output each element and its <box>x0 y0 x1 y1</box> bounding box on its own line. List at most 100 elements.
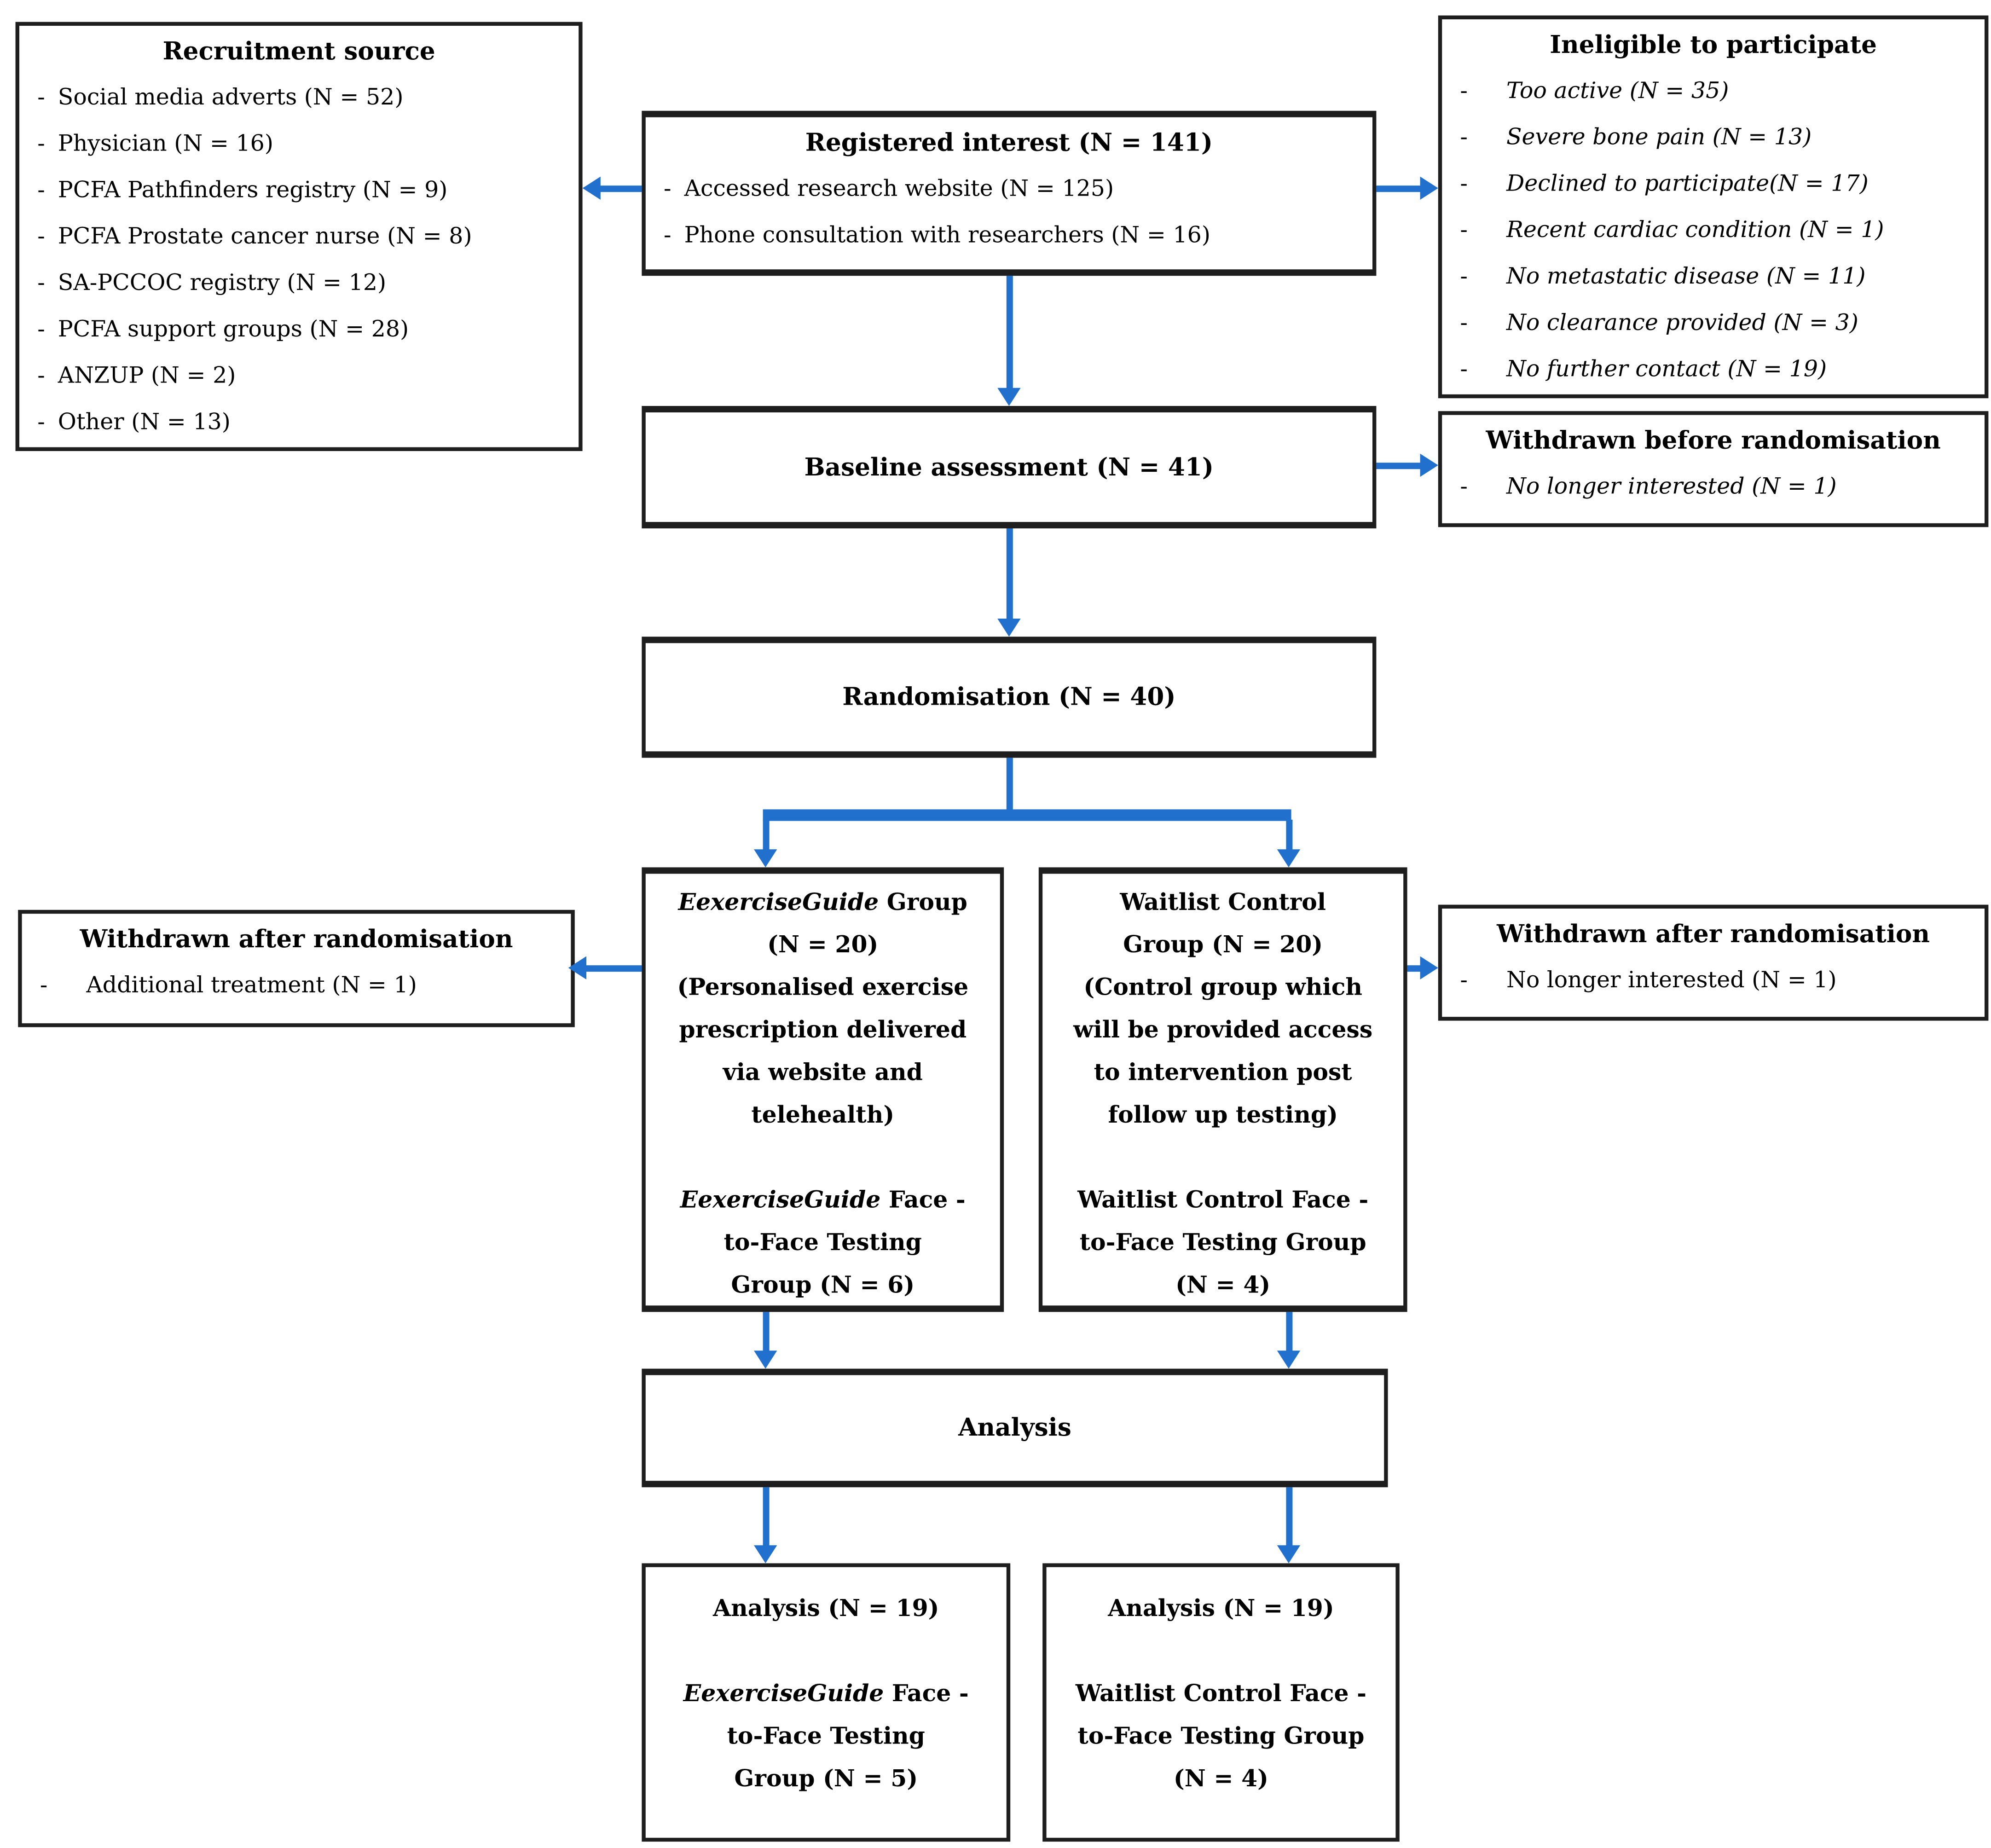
bullet-dash: - <box>37 271 45 296</box>
randomisation-split-bar <box>763 809 1291 821</box>
list-item: -PCFA Pathfinders registry (N = 9) <box>37 168 566 214</box>
registered-interest-title: Registered interest (N = 141) <box>805 129 1213 157</box>
withdrawn-after-left-list: - Additional treatment (N = 1) <box>22 963 571 1009</box>
recruitment-source-box: Recruitment source -Social media adverts… <box>15 22 583 452</box>
recruitment-source-title: Recruitment source <box>162 37 435 66</box>
bullet-dash: - <box>40 973 48 999</box>
list-item: -PCFA support groups (N = 28) <box>37 307 566 353</box>
group-paragraph: Waitlist Control Group (N = 20) (Control… <box>1073 889 1373 1129</box>
withdrawn-before-list: -No longer interested (N = 1) <box>1442 464 1985 510</box>
group-paragraph: Waitlist Control Face - to-Face Testing … <box>1075 1680 1367 1793</box>
list-item: - Recent cardiac condition (N = 1) <box>1460 208 1972 254</box>
arrowhead-left-icon <box>568 956 586 979</box>
bullet-dash: - <box>37 363 45 389</box>
registered-interest-box: Registered interest (N = 141) -Accessed … <box>642 110 1377 276</box>
bullet-dash: - <box>1460 357 1468 383</box>
arrowhead-down-icon <box>754 1545 777 1564</box>
analysis-label: Analysis <box>958 1414 1071 1442</box>
list-item-text: Declined to participate(N = 17) <box>1506 171 1869 197</box>
ineligible-title: Ineligible to participate <box>1550 31 1877 59</box>
arrowhead-down-icon <box>1276 1350 1300 1369</box>
bullet-dash: - <box>1460 218 1468 244</box>
list-item: - Additional treatment (N = 1) <box>40 963 558 1009</box>
arrowhead-right-icon <box>1420 453 1438 476</box>
list-item-text: Social media adverts (N = 52) <box>58 85 404 111</box>
arrowhead-down-icon <box>754 1350 777 1369</box>
list-item: -Other (N = 13) <box>37 400 566 446</box>
withdrawn-after-right-title: Withdrawn after randomisation <box>1497 920 1930 949</box>
list-item-text: Other (N = 13) <box>58 410 231 436</box>
analysis-waitlist-box: Analysis (N = 19) Waitlist Control Face … <box>1042 1563 1400 1842</box>
group-paragraph: Waitlist Control Face - to-Face Testing … <box>1077 1187 1369 1299</box>
ineligible-box: Ineligible to participate - Too active (N… <box>1438 15 1989 399</box>
list-item-text: No further contact (N = 19) <box>1506 357 1827 383</box>
list-item-text: No clearance provided (N = 3) <box>1506 310 1858 336</box>
list-item: - Severe bone pain (N = 13) <box>1460 115 1972 161</box>
list-item-text: Phone consultation with researchers (N =… <box>684 223 1210 249</box>
randomisation-split-stem <box>1006 758 1013 811</box>
recruitment-source-list: -Social media adverts (N = 52) -Physicia… <box>19 75 579 446</box>
bullet-dash: - <box>1460 171 1468 197</box>
list-item-text: PCFA Prostate cancer nurse (N = 8) <box>58 224 472 250</box>
group-paragraph: Analysis (N = 19) <box>713 1595 939 1623</box>
withdrawn-after-right-list: - No longer interested (N = 1) <box>1442 957 1985 1004</box>
list-item-text: No longer interested (N = 1) <box>1506 967 1837 994</box>
baseline-assessment-label: Baseline assessment (N = 41) <box>804 453 1214 481</box>
arrowhead-left-icon <box>582 176 601 199</box>
bullet-dash: - <box>664 176 671 203</box>
list-item: -ANZUP (N = 2) <box>37 353 566 400</box>
bullet-dash: - <box>37 131 45 157</box>
bullet-dash: - <box>1460 967 1468 994</box>
withdrawn-before-randomisation-box: Withdrawn before randomisation -No longe… <box>1438 411 1989 527</box>
withdrawn-after-left-title: Withdrawn after randomisation <box>80 925 513 954</box>
list-item: - No clearance provided (N = 3) <box>1460 300 1972 347</box>
list-item: -No metastatic disease (N = 11) <box>1460 254 1972 301</box>
baseline-assessment-box: Baseline assessment (N = 41) <box>642 406 1377 528</box>
list-item-text: Physician (N = 16) <box>58 131 273 157</box>
bullet-dash: - <box>1460 264 1468 290</box>
eexerciseguide-group-box: EexerciseGuide Group (N = 20) (Personali… <box>642 867 1004 1312</box>
registered-interest-list: -Accessed research website (N = 125) -Ph… <box>646 166 1372 259</box>
withdrawn-after-randomisation-right-box: Withdrawn after randomisation - No longer… <box>1438 904 1989 1021</box>
bullet-dash: - <box>37 224 45 250</box>
list-item-text: Additional treatment (N = 1) <box>86 973 417 999</box>
group-paragraph: EexerciseGuide Group (N = 20) (Personali… <box>677 889 969 1129</box>
list-item-text: Recent cardiac condition (N = 1) <box>1506 218 1884 244</box>
bullet-dash: - <box>37 410 45 436</box>
list-item-text: SA-PCCOC registry (N = 12) <box>58 271 387 296</box>
bullet-dash: - <box>1460 78 1468 104</box>
waitlist-control-group-box: Waitlist Control Group (N = 20) (Control… <box>1038 867 1407 1312</box>
list-item-text: Too active (N = 35) <box>1506 78 1729 104</box>
bullet-dash: - <box>37 317 45 343</box>
list-item: -Accessed research website (N = 125) <box>664 166 1360 213</box>
list-item-text: PCFA Pathfinders registry (N = 9) <box>58 178 448 204</box>
list-item: -No longer interested (N = 1) <box>1460 464 1972 510</box>
withdrawn-before-title: Withdrawn before randomisation <box>1486 426 1941 455</box>
ineligible-list: - Too active (N = 35) - Severe bone pain (… <box>1442 68 1985 393</box>
list-item: -SA-PCCOC registry (N = 12) <box>37 261 566 307</box>
bullet-dash: - <box>664 223 671 249</box>
list-item-text: No longer interested (N = 1) <box>1506 474 1837 500</box>
group-paragraph: EexerciseGuide Face - to-Face Testing Gr… <box>680 1187 966 1299</box>
list-item-text: Severe bone pain (N = 13) <box>1506 125 1812 151</box>
arrowhead-down-icon <box>754 849 777 868</box>
withdrawn-after-randomisation-left-box: Withdrawn after randomisation - Additiona… <box>18 910 575 1027</box>
list-item: -PCFA Prostate cancer nurse (N = 8) <box>37 214 566 261</box>
bullet-dash: - <box>1460 310 1468 336</box>
randomisation-box: Randomisation (N = 40) <box>642 637 1377 758</box>
list-item: - Too active (N = 35) <box>1460 68 1972 115</box>
arrowhead-right-icon <box>1420 176 1438 199</box>
list-item: -Physician (N = 16) <box>37 121 566 168</box>
list-item: -Phone consultation with researchers (N … <box>664 213 1360 259</box>
group-paragraph: Analysis (N = 19) <box>1108 1595 1334 1623</box>
list-item: - Declined to participate(N = 17) <box>1460 161 1972 208</box>
arrowhead-right-icon <box>1420 956 1438 979</box>
bullet-dash: - <box>37 178 45 204</box>
arrowhead-down-icon <box>1276 849 1300 868</box>
group-paragraph: EexerciseGuide Face - to-Face Testing Gr… <box>683 1680 969 1793</box>
arrowhead-down-icon <box>996 619 1020 637</box>
arrowhead-down-icon <box>1276 1545 1300 1564</box>
bullet-dash: - <box>1460 125 1468 151</box>
